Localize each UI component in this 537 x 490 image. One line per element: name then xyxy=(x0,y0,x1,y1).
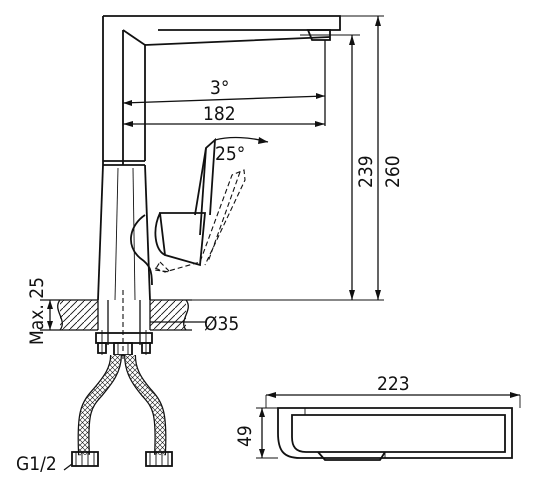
lever-angle-arc xyxy=(214,136,269,144)
top-view-length-label: 223 xyxy=(377,373,410,395)
total-height-label: 260 xyxy=(382,155,404,188)
faucet-side-view xyxy=(97,15,341,301)
thread-size-label: G1/2 xyxy=(16,453,57,475)
max-deck-thickness-label: Max. 25 xyxy=(26,277,48,345)
faucet-top-view xyxy=(256,392,521,461)
spout-reach-dimensions xyxy=(122,40,326,127)
flexible-hoses xyxy=(63,354,173,471)
spout-height-label: 239 xyxy=(355,155,377,188)
top-view-width-label: 49 xyxy=(234,425,256,447)
countertop-section xyxy=(40,290,207,360)
hole-diameter-label: Ø35 xyxy=(204,313,239,335)
height-dimensions xyxy=(150,15,384,301)
spout-reach-label: 182 xyxy=(203,103,236,125)
lever-angle-label: 25° xyxy=(215,143,245,165)
mounting-nut xyxy=(95,330,153,356)
spout-angle-label: 3° xyxy=(210,77,229,99)
